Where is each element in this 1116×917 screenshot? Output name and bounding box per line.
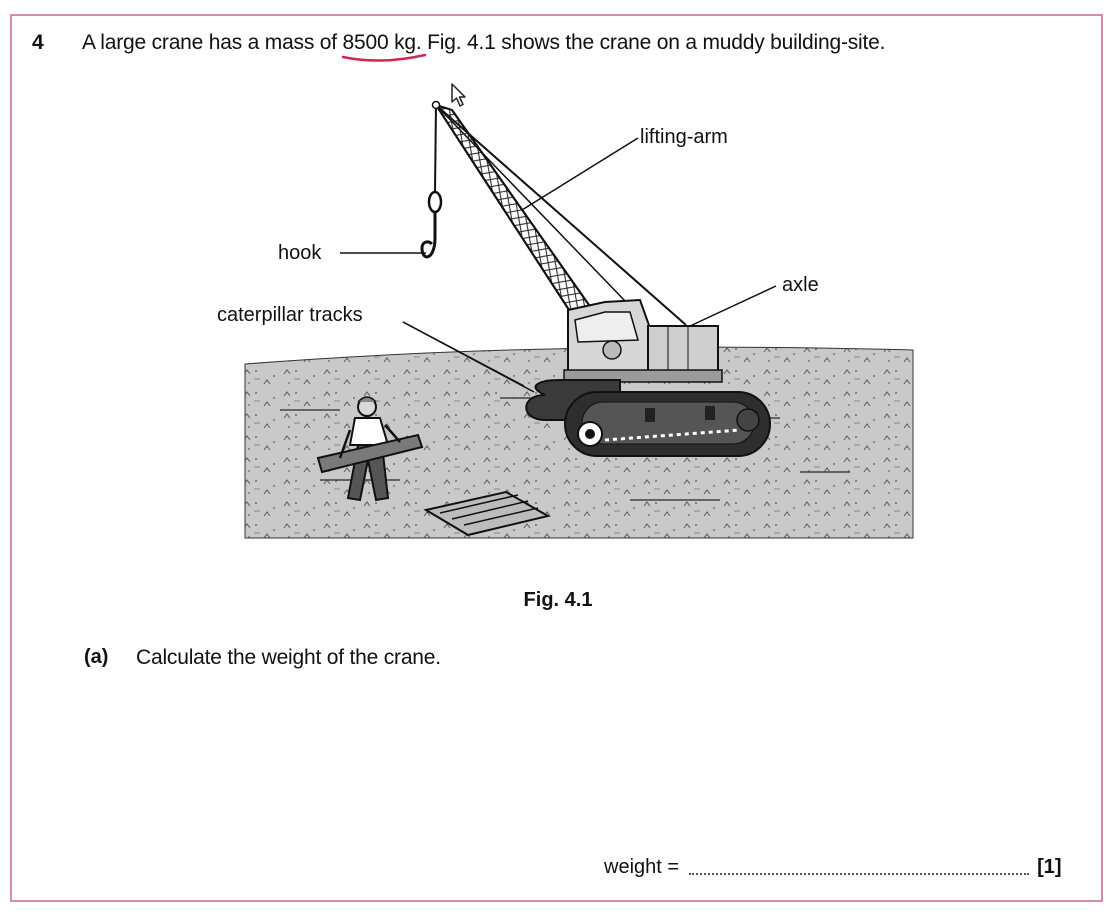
leader-line-lifting-arm (521, 137, 639, 211)
plank (316, 433, 424, 474)
label-caterpillar-tracks: caterpillar tracks (217, 304, 363, 326)
answer-line: weight = [1] (604, 856, 1062, 879)
mouse-cursor-icon (451, 83, 466, 107)
stem-text-after: . Fig. 4.1 shows the crane on a muddy bu… (415, 31, 886, 54)
red-underline-annotation (341, 53, 426, 62)
marks-indicator: [1] (1037, 856, 1062, 878)
counterweight-housing (647, 325, 719, 375)
figure-caption: Fig. 4.1 (523, 589, 593, 611)
hook (420, 237, 437, 259)
question-number: 4 (32, 31, 44, 54)
crane-illustration: lifting-arm hook axle caterpillar tracks (217, 100, 914, 539)
part-a-label: (a) (84, 646, 109, 668)
label-axle: axle (782, 274, 819, 296)
part-a-question: Calculate the weight of the crane. (136, 646, 441, 669)
stem-text-before: A large crane has a mass of (82, 31, 343, 54)
question-stem: A large crane has a mass of 8500 kg. Fig… (82, 31, 886, 62)
mass-value: 8500 kg (341, 31, 426, 62)
page-frame (10, 14, 1103, 902)
mass-value-text: 8500 kg (342, 31, 417, 54)
answer-dotted-line[interactable] (689, 873, 1030, 875)
label-hook: hook (278, 242, 322, 264)
answer-label: weight = (604, 856, 680, 878)
leader-line-axle (689, 285, 777, 327)
hook-block (427, 190, 443, 214)
leader-line-tracks-2 (402, 321, 525, 387)
label-lifting-arm: lifting-arm (640, 126, 728, 148)
